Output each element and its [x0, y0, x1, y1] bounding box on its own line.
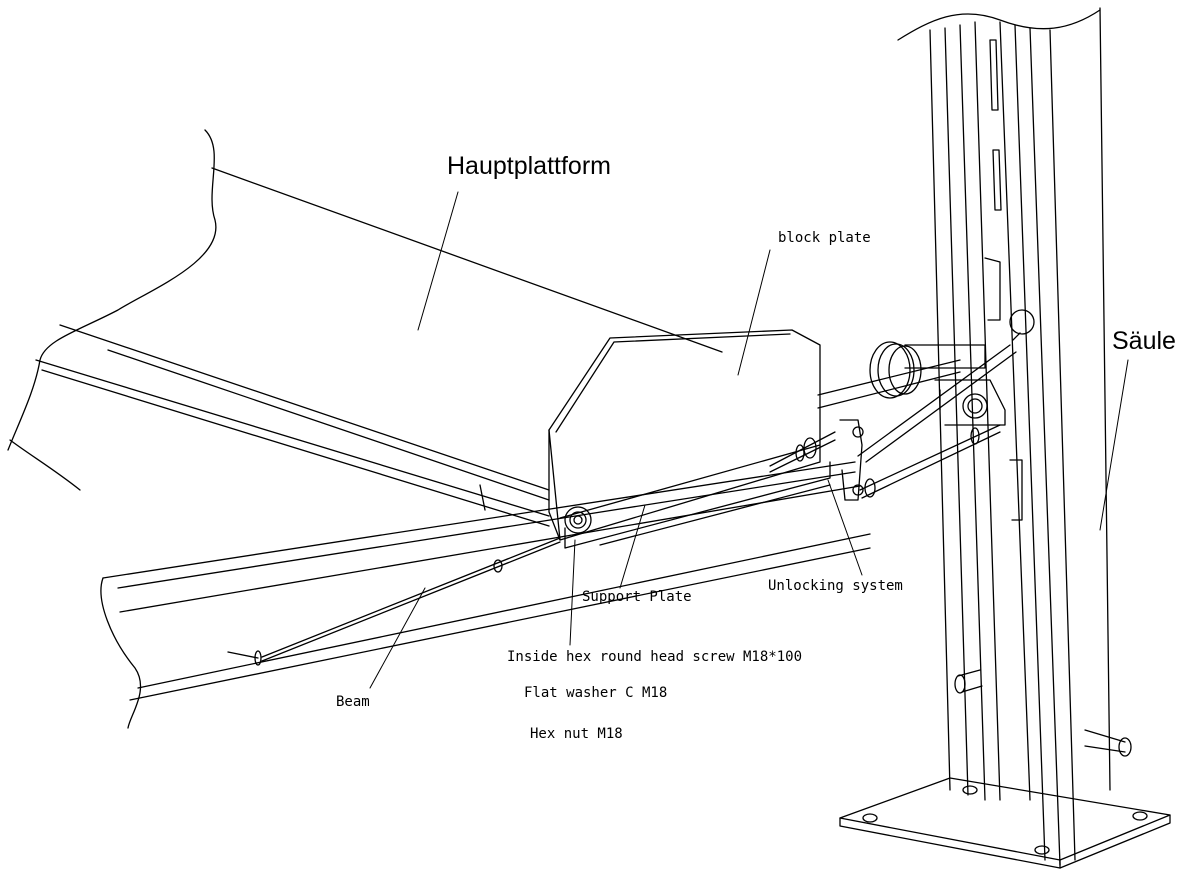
base-plate [839, 777, 1171, 869]
label-nut: Hex nut M18 [530, 726, 623, 742]
label-support-plate: Support Plate [582, 589, 692, 605]
leader-support-plate [619, 504, 646, 589]
column [897, 7, 1132, 866]
beam [9, 439, 871, 729]
unlocking-system [769, 309, 1035, 501]
main-platform [7, 129, 723, 527]
leader-saeule [1099, 359, 1129, 531]
leader-lines [369, 191, 1129, 689]
label-saeule: Säule [1112, 327, 1176, 355]
label-block-plate: block plate [778, 230, 871, 246]
leader-block-plate [737, 249, 771, 376]
label-beam: Beam [336, 694, 370, 710]
label-hauptplattform: Hauptplattform [447, 152, 611, 180]
label-washer: Flat washer C M18 [524, 685, 668, 701]
block-plate [548, 329, 831, 549]
leader-hauptplattform [417, 191, 459, 331]
leader-screw [569, 539, 576, 646]
leader-beam [369, 587, 426, 689]
label-unlocking-system: Unlocking system [768, 578, 903, 594]
leader-unlocking-system [827, 479, 863, 576]
label-screw: Inside hex round head screw M18*100 [507, 649, 803, 665]
